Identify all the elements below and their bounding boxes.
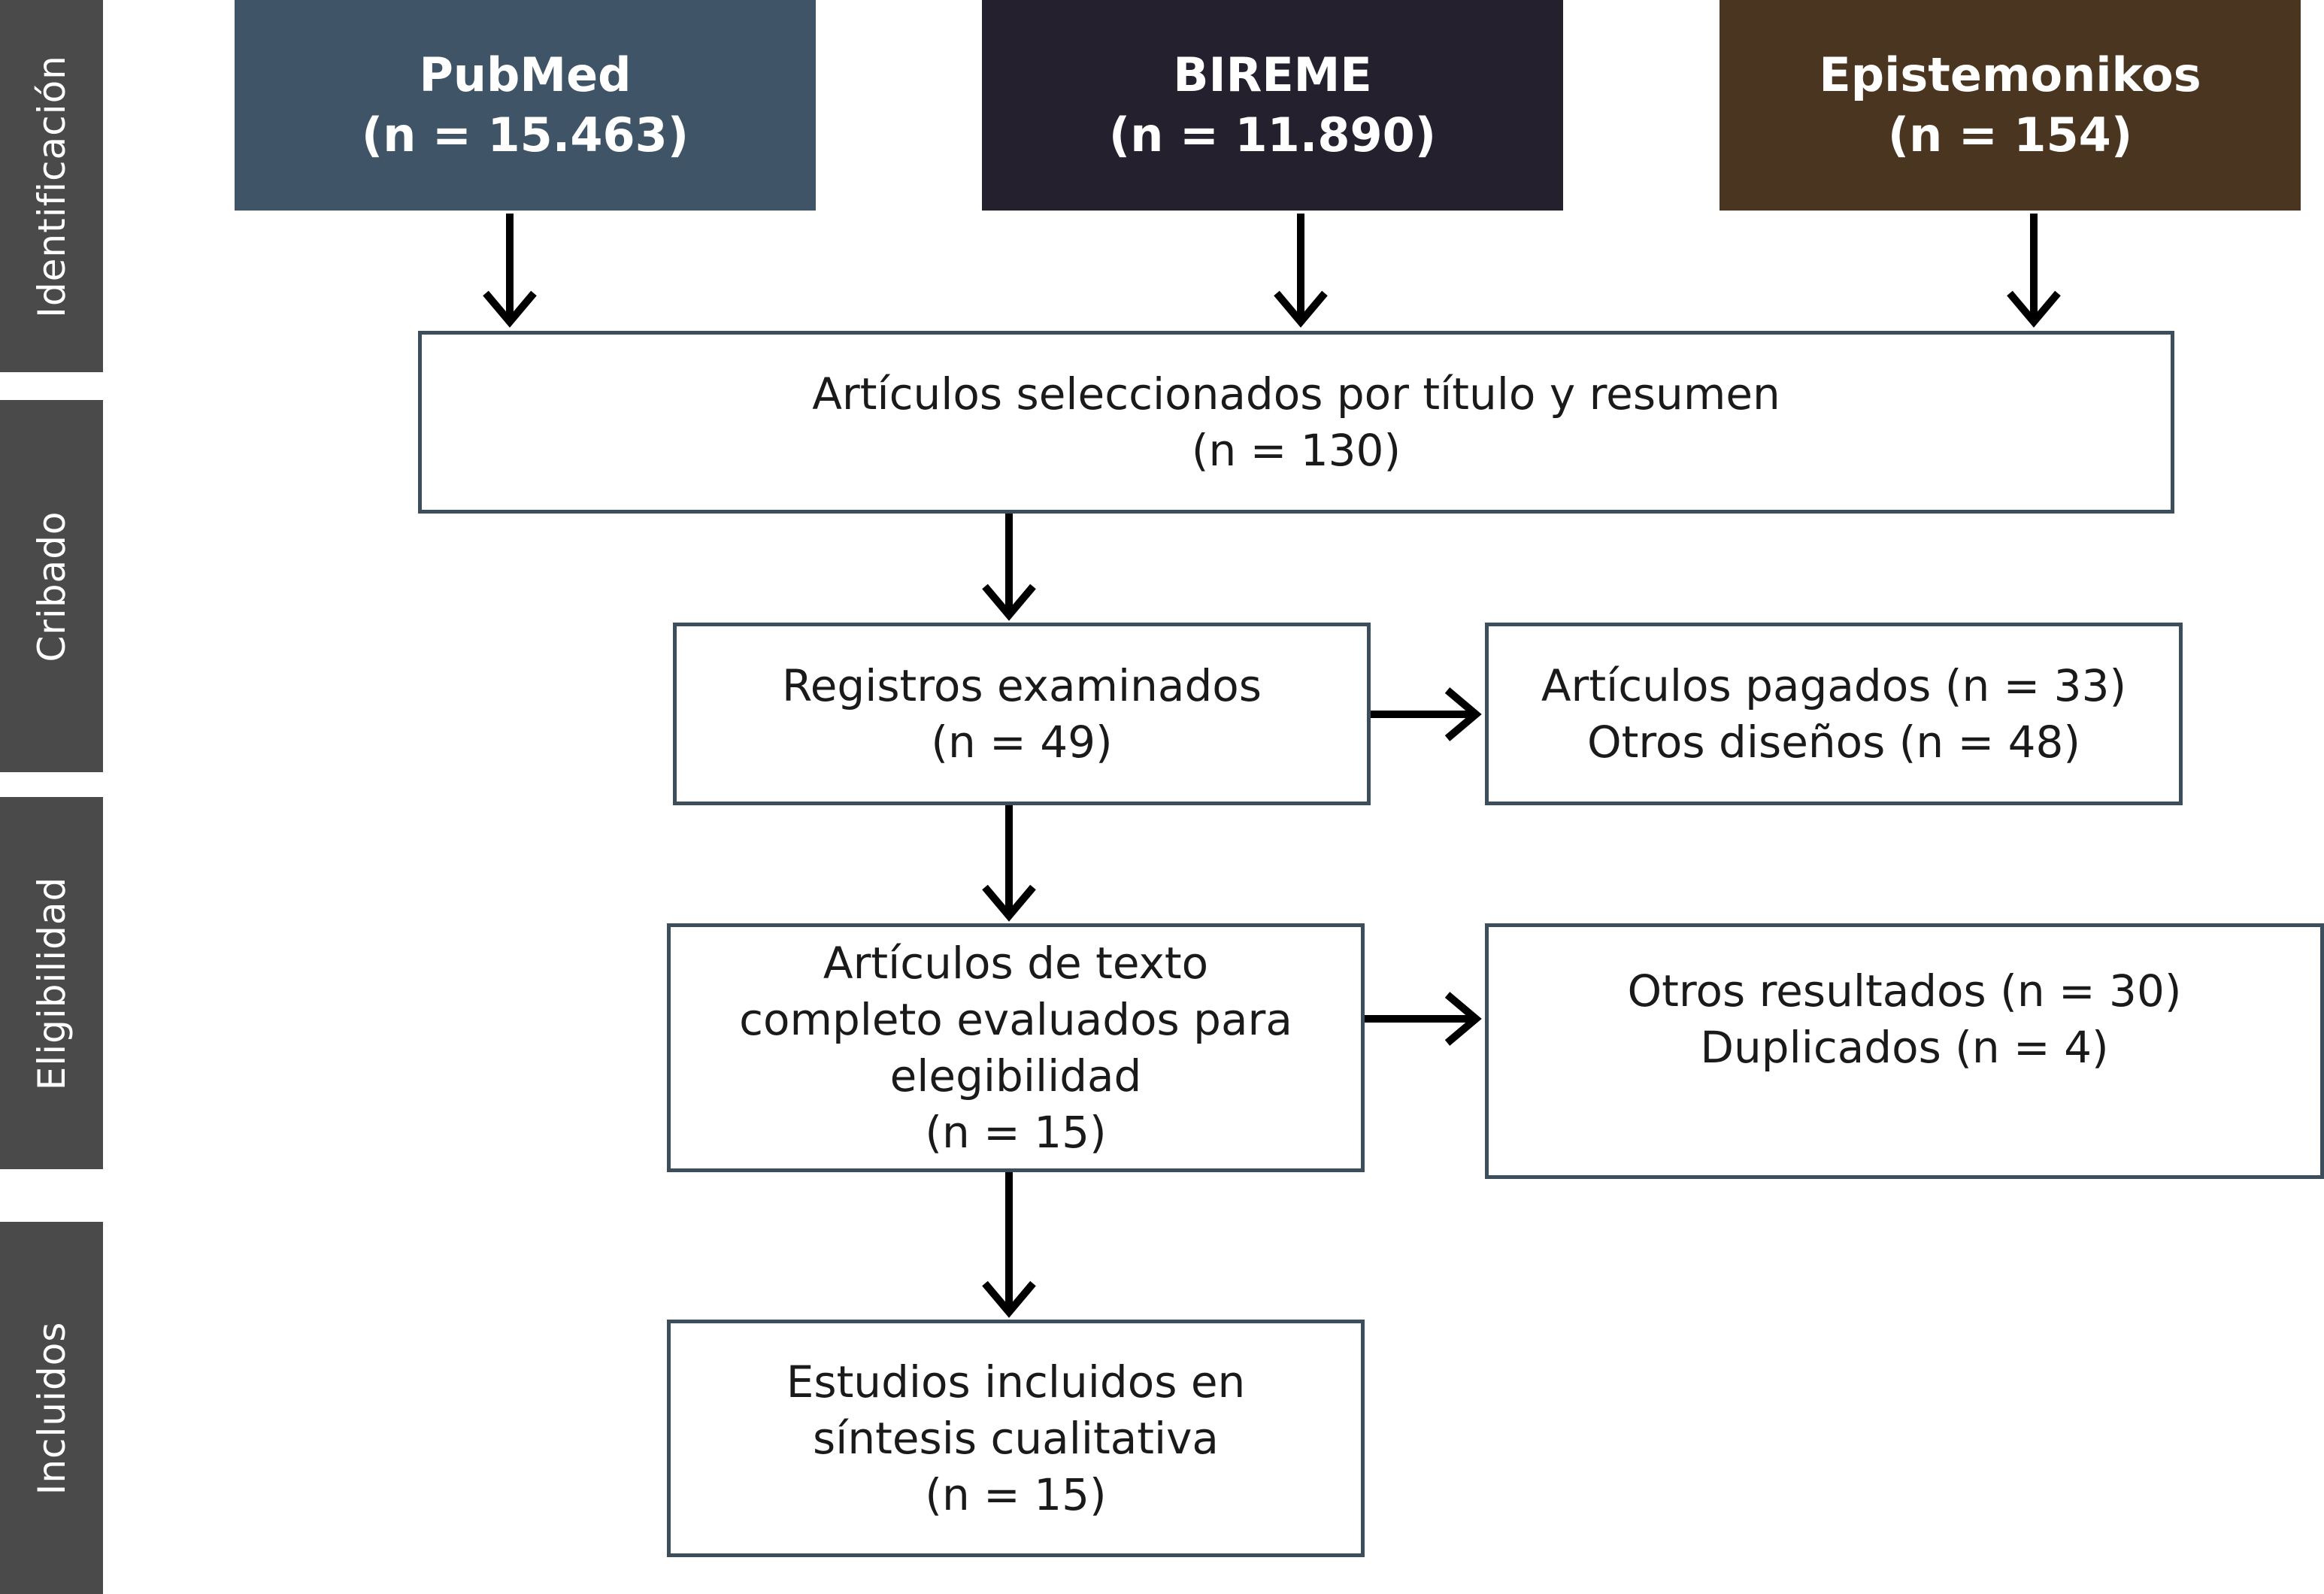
stage-cribado: Cribado — [0, 400, 103, 772]
box-line: completo evaluados para — [739, 993, 1292, 1045]
stage-incluidos: Incluidos — [0, 1222, 103, 1594]
source-name: PubMed — [419, 47, 632, 102]
box-line: Artículos de texto — [823, 937, 1209, 989]
box-records-examined: Registros examinados (n = 49) — [673, 623, 1371, 805]
box-count: (n = 130) — [1191, 424, 1401, 476]
box-count: (n = 15) — [925, 1106, 1107, 1158]
arrow-epistemonikos-to-selected — [2007, 214, 2061, 328]
source-name: BIREME — [1173, 47, 1372, 102]
arrow-bireme-to-selected — [1274, 214, 1328, 328]
arrow-examined-to-excluded — [1371, 687, 1482, 741]
arrow-pubmed-to-selected — [483, 214, 537, 328]
box-line: Registros examinados — [782, 659, 1262, 711]
box-line: Artículos seleccionados por título y res… — [812, 368, 1780, 420]
box-line: Artículos pagados (n = 33) — [1541, 659, 2127, 711]
arrow-selected-to-examined — [982, 514, 1036, 621]
box-count: (n = 49) — [931, 716, 1113, 768]
source-pubmed: PubMed (n = 15.463) — [235, 0, 816, 211]
stage-identificacion: Identificación — [0, 0, 103, 372]
arrow-fulltext-to-excluded — [1365, 992, 1482, 1046]
box-included-studies: Estudios incluidos en síntesis cualitati… — [667, 1320, 1365, 1557]
source-name: Epistemonikos — [1819, 47, 2201, 102]
box-excluded-screening: Artículos pagados (n = 33) Otros diseños… — [1485, 623, 2183, 805]
box-count: (n = 15) — [925, 1468, 1107, 1520]
source-count: (n = 154) — [1887, 108, 2133, 162]
box-line: Estudios incluidos en — [786, 1356, 1246, 1408]
source-epistemonikos: Epistemonikos (n = 154) — [1720, 0, 2301, 211]
box-line: Duplicados (n = 4) — [1700, 1022, 2109, 1073]
box-fulltext-eligibility: Artículos de texto completo evaluados pa… — [667, 923, 1365, 1172]
box-selected-title-abstract: Artículos seleccionados por título y res… — [418, 331, 2174, 514]
arrow-fulltext-to-included — [982, 1172, 1036, 1318]
box-line: Otros diseños (n = 48) — [1586, 716, 2081, 768]
arrow-examined-to-fulltext — [982, 805, 1036, 922]
source-bireme: BIREME (n = 11.890) — [982, 0, 1563, 211]
box-line: síntesis cualitativa — [813, 1412, 1219, 1464]
box-line: elegibilidad — [889, 1050, 1142, 1102]
source-count: (n = 15.463) — [361, 108, 689, 162]
source-count: (n = 11.890) — [1108, 108, 1437, 162]
box-line: Otros resultados (n = 30) — [1627, 965, 2182, 1017]
stage-eligibilidad: Eligibilidad — [0, 797, 103, 1169]
box-excluded-eligibility: Otros resultados (n = 30) Duplicados (n … — [1485, 923, 2324, 1179]
